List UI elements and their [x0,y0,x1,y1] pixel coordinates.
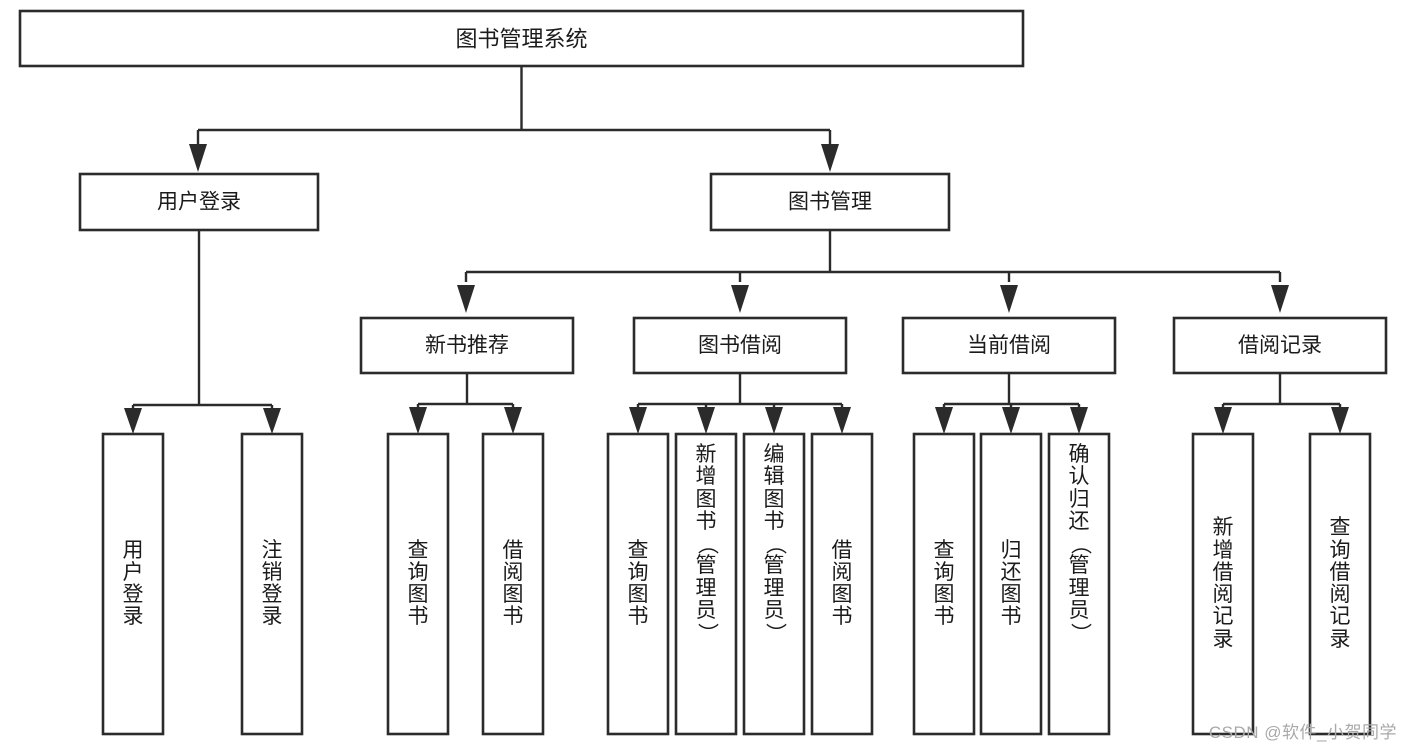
arrow-userlogin-leaf-2 [263,408,281,434]
leaf-box-query-book-3[interactable] [912,432,976,736]
root-label: 图书管理系统 [455,26,587,51]
node-user-login[interactable]: 用户登录 [78,172,320,232]
arrow-bm-to-currentborrow [1000,285,1018,313]
leaf-box-confirm-return[interactable] [1047,432,1111,736]
leaf-box-borrow-book-1[interactable] [481,432,545,736]
node-book-manage[interactable]: 图书管理 [709,172,951,232]
arrow-cb-leaf-3 [1070,407,1088,434]
borrow-record-label: 借阅记录 [1238,334,1322,357]
book-manage-box [709,172,951,232]
arrow-br-leaf-1 [1214,407,1232,434]
arrow-bb-leaf-1 [629,407,647,434]
arrow-nbr-leaf-1 [409,407,427,434]
user-login-label: 用户登录 [157,191,241,214]
borrow-record-box [1172,316,1388,375]
new-book-rec-label: 新书推荐 [425,334,509,357]
root-box [18,9,1025,68]
leaf-box-return-book[interactable] [979,432,1043,736]
node-current-borrow[interactable]: 当前借阅 [901,316,1117,375]
arrow-bb-leaf-4 [833,407,851,434]
leaf-box-borrow-book-2[interactable] [810,432,874,736]
arrow-cb-leaf-1 [935,407,953,434]
arrow-bb-leaf-3 [765,407,783,434]
book-borrow-box [632,316,848,375]
current-borrow-label: 当前借阅 [967,334,1051,357]
arrow-root-to-bookmanage [821,144,839,172]
arrow-nbr-leaf-2 [504,407,522,434]
new-book-rec-box [359,316,575,375]
arrow-userlogin-leaf-1 [124,408,142,434]
current-borrow-box [901,316,1117,375]
node-new-book-rec[interactable]: 新书推荐 [359,316,575,375]
leaf-box-query-book-2[interactable] [606,432,670,736]
csdn-watermark: CSDN @软件_小贺同学 [1208,723,1397,742]
book-borrow-label: 图书借阅 [698,334,782,357]
leaf-box-add-record[interactable] [1191,432,1255,736]
arrow-bm-to-newbook [457,285,475,313]
node-root[interactable]: 图书管理系统 [18,9,1025,68]
arrow-bm-to-borrowrecord [1271,285,1289,313]
leaf-box-query-record[interactable] [1308,432,1372,736]
arrow-bb-leaf-2 [697,407,715,434]
arrow-cb-leaf-2 [1002,407,1020,434]
arrow-br-leaf-2 [1331,407,1349,434]
arrow-root-to-userlogin [189,144,207,172]
leaf-box-query-book-1[interactable] [386,432,450,736]
arrow-bm-to-bookborrow [731,285,749,313]
leaf-box-add-book[interactable] [674,432,738,736]
book-manage-label: 图书管理 [788,191,872,214]
node-borrow-record[interactable]: 借阅记录 [1172,316,1388,375]
leaf-box-user-login[interactable] [101,432,165,736]
node-book-borrow[interactable]: 图书借阅 [632,316,848,375]
leaf-box-edit-book[interactable] [742,432,806,736]
leaf-box-logout-login[interactable] [240,432,304,736]
